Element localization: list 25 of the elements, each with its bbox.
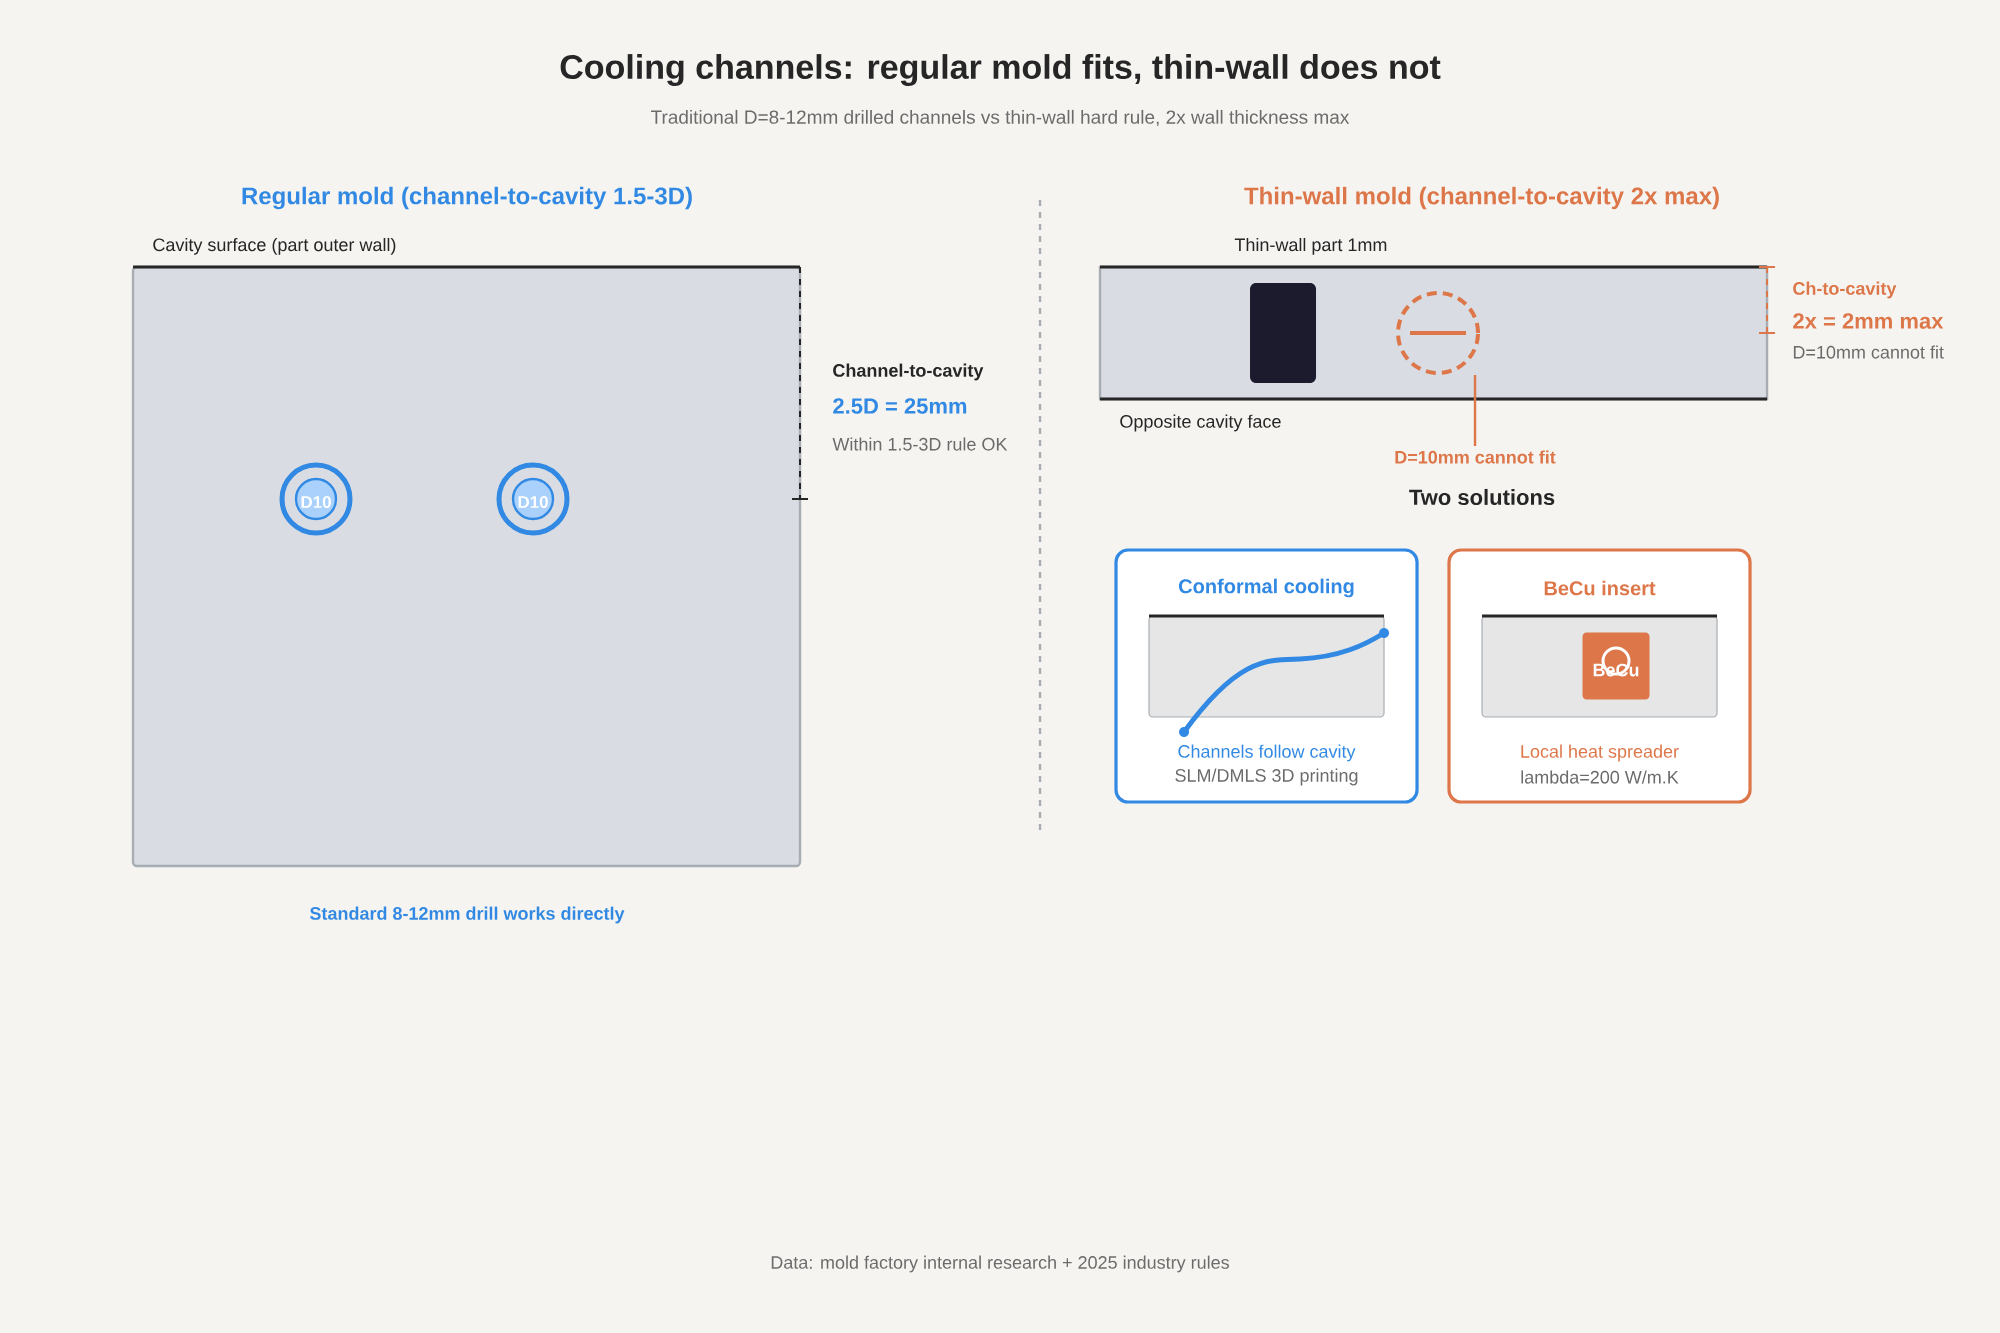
- note: D=10mm cannot fit: [1793, 345, 1944, 359]
- dimension-label: Channel-to-cavity: [833, 363, 984, 381]
- dimension-value: 2.5D = 25mm: [833, 398, 967, 414]
- source-note: Data: mold factory internal research + 2025 industry rules: [771, 1255, 1229, 1273]
- card-text: lambda=200 W/m.K: [1521, 770, 1679, 784]
- dimension-label: Ch-to-cavity: [1793, 281, 1897, 299]
- card-text: Local heat spreader: [1521, 744, 1679, 762]
- card-title: Conformal cooling: [1179, 578, 1354, 598]
- leader-line: [1473, 375, 1477, 446]
- note: Standard 8-12mm drill works directly: [310, 906, 625, 924]
- card-text: SLM/DMLS 3D printing: [1175, 768, 1358, 786]
- section-heading: Two solutions: [1409, 488, 1555, 506]
- panel-heading: Regular mold (channel-to-cavity 1.5-3D): [242, 186, 692, 210]
- card-title: BeCu insert: [1544, 580, 1656, 596]
- dashed-circle: [1396, 291, 1481, 375]
- subtitle: Traditional D=8-12mm drilled channels vs thin-wall hard rule, 2x wall thickness max: [651, 109, 1350, 127]
- dimension-value: 2x = 2mm max: [1793, 313, 1944, 329]
- callout-label: D=10mm cannot fit: [1395, 450, 1556, 464]
- surface-label: Opposite cavity face: [1120, 414, 1281, 432]
- surface-label: Thin-wall part 1mm: [1234, 237, 1387, 255]
- panel-heading: Thin-wall mold (channel-to-cavity 2x max): [1244, 186, 1719, 210]
- card-text: Channels follow cavity: [1178, 744, 1356, 762]
- title: Cooling channels: regular mold fits, thin-wall does not: [560, 54, 1441, 86]
- note: Within 1.5-3D rule OK: [832, 437, 1008, 451]
- surface-label: Cavity surface (part outer wall): [153, 237, 396, 255]
